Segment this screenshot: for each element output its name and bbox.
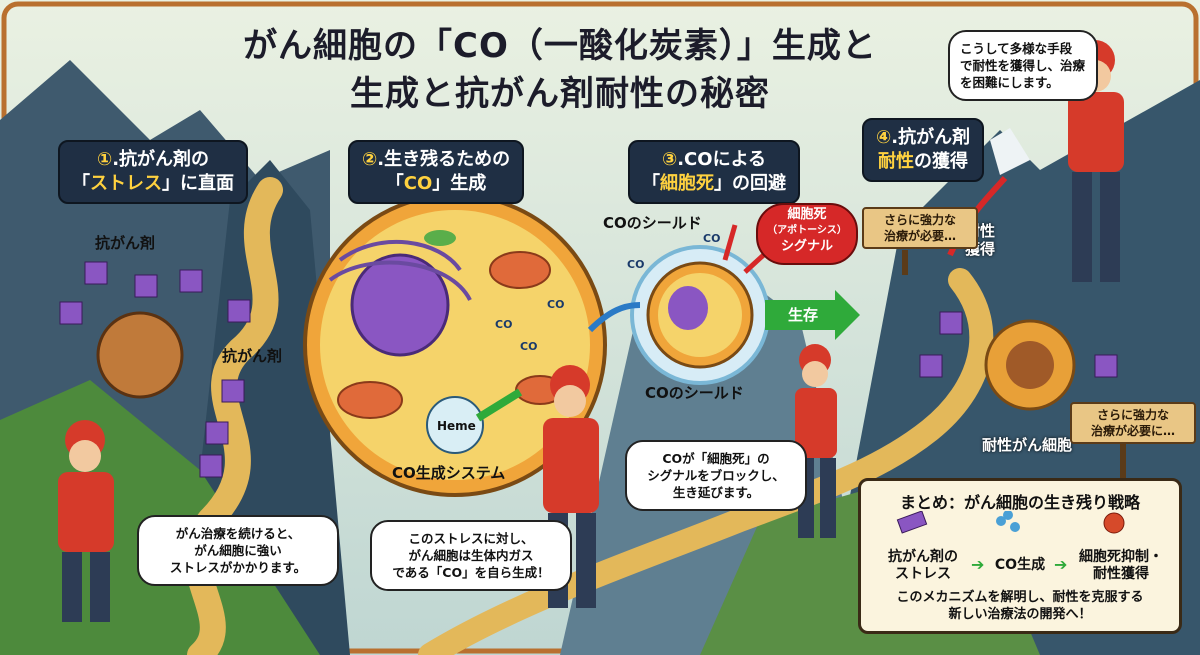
summary-step-3: 細胞死抑制・ 耐性獲得 [1079,549,1163,582]
speech-bubble-3: COが「細胞死」の シグナルをブロックし、 生き延びます。 [625,440,807,511]
page-title: がん細胞の「CO（一酸化炭素）」生成と 生成と抗がん剤耐性の秘密 [170,22,950,118]
summary-icons [896,511,1125,534]
step-2-number: ② [362,149,378,170]
co-molecule: CO [495,318,513,331]
apoptosis-title: 細胞死 [787,207,827,222]
blue-arrow [587,302,641,333]
summary-step-2: CO生成 [994,557,1046,573]
step-3-number: ③ [661,149,678,170]
step-1-highlight: ストレス [90,173,162,194]
speech-bubble-2: このストレスに対し、 がん細胞は生体内ガス である「CO」を自ら生成！ [370,520,572,591]
sign-lower: さらに強力な 治療が必要に… [1070,402,1196,444]
drug-icon [896,511,928,534]
step-2-line1: .生き残るための [377,149,511,170]
step-4-number: ④ [876,127,892,148]
drug-block [199,454,223,478]
drug-block [221,379,245,403]
co-icon [1003,511,1013,520]
summary-arrow-2: ➔ [1054,555,1068,574]
step-1-header: ①.抗がん剤の 「ストレス」に直面 [58,140,248,204]
nucleus [350,253,450,357]
title-line-2: 生成と抗がん剤耐性の秘密 [350,74,770,114]
drug-block [134,274,158,298]
step-4-highlight: 耐性 [878,151,915,172]
label-survive: 生存 [788,306,819,324]
step-2-line2: 」生成 [432,173,487,194]
summary-step-1: 抗がん剤の ストレス [888,549,958,582]
drug-block [939,311,963,335]
apoptosis-subtitle: （アポトーシス） [767,225,847,236]
step-1-line1: .抗がん剤の [112,149,210,170]
mitochondrion-1 [489,251,551,289]
step-3-line2: 」の回避 [714,173,786,194]
step-2-highlight: CO [403,173,433,194]
er-membrane-2 [328,260,472,301]
step-2-bracket-open: 「 [385,173,404,194]
step-4-header: ④.抗がん剤 耐性の獲得 [862,118,985,182]
apoptosis-signal-badge: 細胞死 （アポトーシス） シグナル [756,203,858,265]
co-icon [1010,522,1020,532]
co-molecule: CO [703,232,721,245]
step-2-header: ②.生き残るための 「CO」生成 [348,140,525,204]
trail-left [184,177,283,655]
drug-block [84,261,108,285]
co-molecule: CO [547,298,565,311]
label-resistant-cell: 耐性がん細胞 [982,436,1073,454]
heme-bubble [426,396,484,454]
er-membrane-1 [338,239,462,272]
drug-block [179,269,203,293]
step-1-bracket-open: 「 [72,173,90,194]
speech-bubble-4: こうして多様な手段 で耐性を獲得し、治療 を困難にします。 [948,30,1098,101]
shielded-nucleus [668,286,708,330]
label-heme: Heme [437,419,476,433]
co-molecule: CO [520,340,538,353]
label-co-shield-top: COのシールド [603,214,702,232]
cell-icon [1103,512,1125,534]
sign-upper: さらに強力な 治療が必要… [862,207,978,249]
step-4-line2: の獲得 [914,151,969,172]
step-3-line1: .COによる [677,149,767,170]
drug-block [59,301,83,325]
organelle-green [424,230,456,246]
co-molecule: CO [627,258,645,271]
survive-arrow [765,290,860,340]
label-anticancer-drug-top: 抗がん剤 [95,234,156,252]
resistant-cell-core [1006,341,1054,389]
step-1-line2: 」に直面 [162,173,234,194]
red-arrow-1 [722,224,738,261]
step-3-header: ③.COによる 「細胞死」の回避 [628,140,800,204]
heme-green-arrow [475,388,523,422]
title-line-1: がん細胞の「CO（一酸化炭素）」生成と [243,26,877,66]
step-4-line1: .抗がん剤 [891,127,971,148]
label-co-system: CO生成システム [392,464,506,482]
drug-block [205,421,229,445]
step-3-bracket-open: 「 [642,173,660,194]
apoptosis-signal: シグナル [780,239,833,254]
co-icon [996,516,1006,526]
speech-bubble-1: がん治療を続けると、 がん細胞に強い ストレスがかかります。 [137,515,339,586]
mitochondrion-2 [337,381,403,419]
step-3-highlight: 細胞死 [660,173,714,194]
signpost-upper-pole [902,250,908,275]
summary-footer: このメカニズムを解明し、耐性を克服する 新しい治療法の開発へ！ [896,590,1144,622]
climber-left [58,420,114,622]
signpost-lower-pole [1120,440,1126,480]
drug-block [919,354,943,378]
summary-heading: まとめ：がん細胞の生き残り戦略 [899,493,1140,512]
summary-panel: まとめ：がん細胞の生き残り戦略 抗がん剤の ストレス ➔ CO生成 ➔ 細胞死抑… [858,478,1182,634]
label-anticancer-drug-mid: 抗がん剤 [222,347,283,365]
drug-block [1094,354,1118,378]
step-1-number: ① [96,149,113,170]
damaged-cancer-cell [96,311,184,399]
label-co-shield-bottom: COのシールド [645,384,744,402]
drug-block [227,299,251,323]
snow-cap [990,128,1030,175]
summary-arrow-1: ➔ [971,555,985,574]
